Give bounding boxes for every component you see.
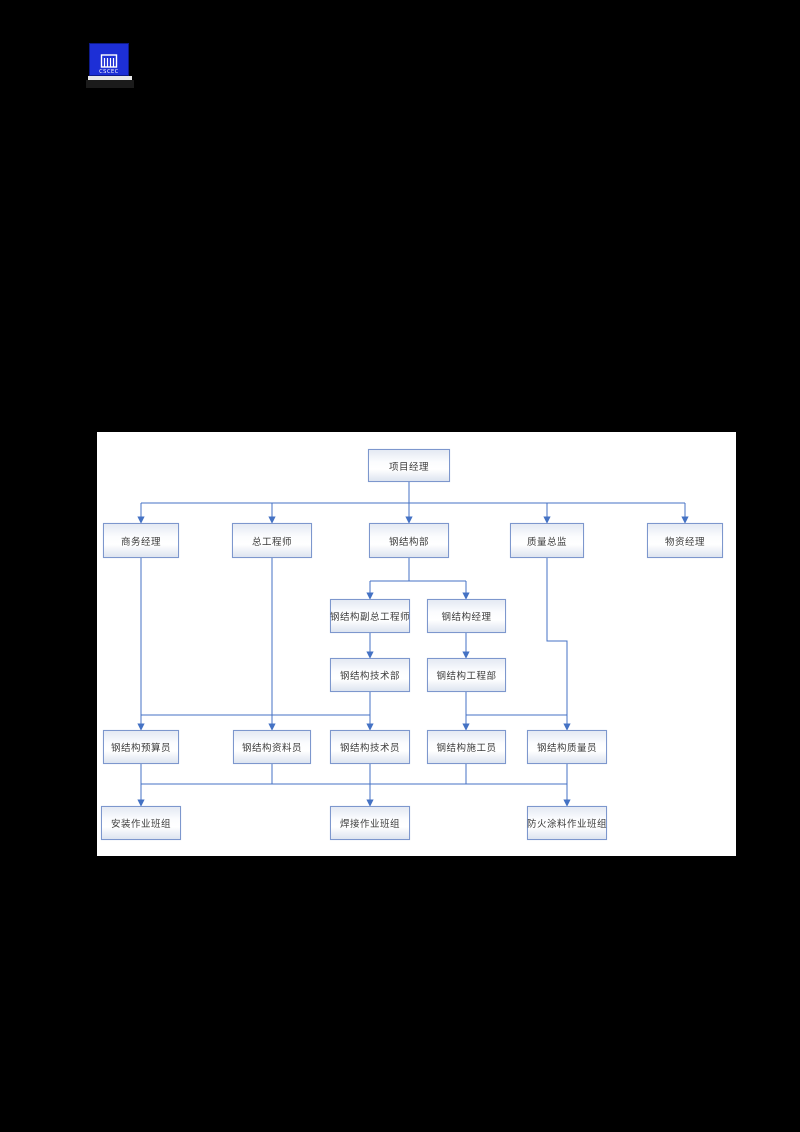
- org-node-label: 防火涂料作业班组: [527, 819, 608, 830]
- org-node-documentation-officer: 钢结构资料员: [233, 730, 311, 764]
- org-node-deputy-chief-engineer: 钢结构副总工程师: [330, 599, 410, 633]
- org-node-label: 钢结构工程部: [436, 671, 497, 682]
- connector-lines: [137, 482, 689, 807]
- cscec-logo: CSCEC: [90, 44, 128, 75]
- org-node-label: 钢结构预算员: [110, 743, 171, 754]
- org-chart-canvas: 项目经理 商务经理 总工程师 钢结构部 质量总监 物资经理 钢结构副总工程师 钢…: [97, 432, 736, 856]
- org-node-welding-team: 焊接作业班组: [330, 806, 410, 840]
- org-node-label: 安装作业班组: [110, 819, 171, 830]
- org-node-label: 钢结构资料员: [241, 743, 302, 754]
- org-node-label: 钢结构副总工程师: [330, 612, 411, 623]
- org-node-business-manager: 商务经理: [103, 523, 179, 558]
- org-node-label: 焊接作业班组: [339, 819, 400, 830]
- org-node-budget-officer: 钢结构预算员: [103, 730, 179, 764]
- org-node-label: 钢结构经理: [441, 612, 492, 623]
- org-node-chief-engineer: 总工程师: [232, 523, 312, 558]
- org-node-steel-structure-manager: 钢结构经理: [427, 599, 506, 633]
- org-node-technician: 钢结构技术员: [330, 730, 410, 764]
- org-node-label: 钢结构技术员: [339, 743, 400, 754]
- org-node-label: 商务经理: [120, 536, 161, 548]
- org-node-fireproof-coating-team: 防火涂料作业班组: [527, 806, 607, 840]
- org-node-project-manager: 项目经理: [368, 449, 450, 482]
- logo-caption-bar: [86, 80, 134, 88]
- cscec-emblem-icon: [100, 54, 118, 68]
- org-node-engineering-dept: 钢结构工程部: [427, 658, 506, 692]
- org-node-label: 项目经理: [388, 461, 429, 473]
- org-node-quality-director: 质量总监: [510, 523, 584, 558]
- org-node-materials-manager: 物资经理: [647, 523, 723, 558]
- org-node-steel-structure-dept: 钢结构部: [369, 523, 449, 558]
- org-node-label: 钢结构质量员: [536, 743, 597, 754]
- logo-underline: [88, 76, 132, 80]
- org-node-quality-officer: 钢结构质量员: [527, 730, 607, 764]
- org-node-label: 钢结构部: [388, 536, 429, 548]
- cscec-logo-text: CSCEC: [99, 69, 119, 75]
- org-node-construction-officer: 钢结构施工员: [427, 730, 506, 764]
- org-node-label: 钢结构技术部: [339, 671, 400, 682]
- org-node-label: 物资经理: [664, 536, 705, 548]
- org-node-label: 总工程师: [251, 536, 292, 548]
- org-node-tech-dept: 钢结构技术部: [330, 658, 410, 692]
- org-node-label: 质量总监: [526, 536, 567, 548]
- org-node-label: 钢结构施工员: [436, 743, 497, 754]
- org-node-installation-team: 安装作业班组: [101, 806, 181, 840]
